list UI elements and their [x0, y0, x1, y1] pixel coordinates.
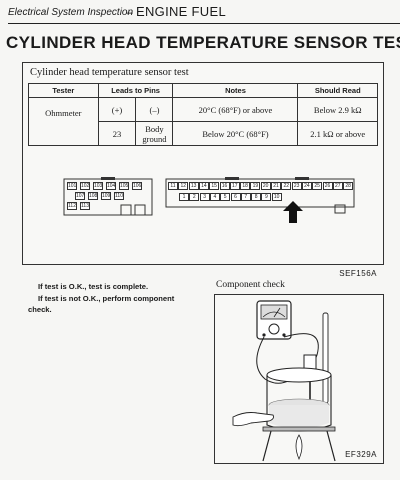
table-row: Ohmmeter (+) (–) 20°C (68°F) or above Be…	[28, 97, 378, 146]
connector-pin: 109	[101, 192, 111, 200]
connector-pin: 23	[291, 182, 302, 190]
connector-pin: 10	[271, 193, 282, 201]
connector-pin: 6	[230, 193, 241, 201]
connector-small-outline	[63, 177, 153, 216]
figure-ref-sef156a: SEF156A	[339, 269, 377, 278]
connector-pin: 101	[67, 182, 77, 190]
connector-large-outline	[165, 177, 355, 214]
connector-pin: 25	[312, 182, 323, 190]
note-cell: Below 20°C (68°F)	[172, 121, 299, 146]
reading-cell: 2.1 kΩ or above	[297, 121, 378, 146]
connector-pin: 17	[229, 182, 240, 190]
connector-pin: 13	[188, 182, 199, 190]
connector-pin: 14	[198, 182, 209, 190]
pin-cell: 23	[97, 121, 137, 146]
connector-pin: 24	[301, 182, 312, 190]
connector-pin: 4	[209, 193, 220, 201]
connector-pin: 8	[251, 193, 262, 201]
connector-pin: 108	[88, 192, 98, 200]
category-label: ENGINE FUEL	[136, 4, 226, 19]
instruction-line-1: If test is O.K., test is complete.	[38, 282, 149, 291]
connector-pin: 21	[271, 182, 281, 190]
component-check-label: Component check	[216, 280, 285, 290]
connector-pin: 15	[209, 182, 220, 190]
connector-pin: 28	[343, 182, 354, 190]
component-check-figure: EF329A	[214, 294, 384, 464]
test-box: Cylinder head temperature sensor test Te…	[22, 62, 384, 278]
connector-pin: 11	[168, 182, 178, 190]
component-check-illustration	[232, 300, 336, 462]
connector-pin: 104	[106, 182, 116, 190]
connector-pin: 7	[240, 193, 251, 201]
table-row: 23 Body ground Below 20°C (68°F) 2.1 kΩ …	[29, 121, 378, 146]
lead-neg-cell: (–)	[135, 97, 174, 122]
figure-ref-ef329a: EF329A	[345, 450, 377, 459]
connector-pin: 20	[260, 182, 271, 190]
connector-pin: 105	[119, 182, 129, 190]
test-box-caption: Cylinder head temperature sensor test	[30, 67, 189, 78]
col-header-leads: Leads to Pins	[97, 83, 174, 98]
instruction-line-2: If test is not O.K., perform component c…	[28, 293, 175, 315]
connector-pin: 9	[261, 193, 272, 201]
connector-pin: 3	[199, 193, 210, 201]
connector-pin: 107	[75, 192, 85, 200]
page-title: CYLINDER HEAD TEMPERATURE SENSOR TEST	[6, 33, 400, 52]
reading-cell: Below 2.9 kΩ	[297, 97, 378, 122]
connector-pin: 102	[80, 182, 90, 190]
header-dash: –	[126, 5, 133, 19]
connector-pin: 26	[322, 182, 333, 190]
table-header-row: Tester Leads to Pins Notes Should Read	[28, 83, 378, 98]
connector-pin: 12	[178, 182, 189, 190]
instructions: If test is O.K., test is complete. If te…	[28, 281, 188, 316]
tester-cell: Ohmmeter	[28, 97, 99, 146]
connector-pin: 112	[67, 202, 77, 210]
connector-pin: 19	[250, 182, 261, 190]
section-label: Electrical System Inspection	[8, 7, 134, 18]
connector-pin: 110	[114, 192, 124, 200]
col-header-tester: Tester	[28, 83, 99, 98]
pin-23-arrow-icon	[283, 201, 303, 223]
connector-pin: 27	[332, 182, 343, 190]
col-header-reading: Should Read	[297, 83, 378, 98]
connector-pin: 18	[240, 182, 251, 190]
connector-pin: 5	[220, 193, 231, 201]
note-cell: 20°C (68°F) or above	[172, 97, 299, 122]
connector-pin: 113	[80, 202, 90, 210]
connector-pin: 106	[132, 182, 142, 190]
connector-pin: 1	[179, 193, 189, 201]
page-header: Electrical System Inspection – ENGINE FU…	[8, 2, 400, 24]
spec-table: Tester Leads to Pins Notes Should Read O…	[28, 83, 378, 146]
col-header-notes: Notes	[172, 83, 299, 98]
connector-pin: 103	[93, 182, 103, 190]
ground-cell: Body ground	[135, 121, 174, 146]
connector-pin: 2	[189, 193, 200, 201]
connector-pin: 22	[281, 182, 292, 190]
connector-pin: 16	[219, 182, 230, 190]
lead-pos-cell: (+)	[97, 97, 137, 122]
